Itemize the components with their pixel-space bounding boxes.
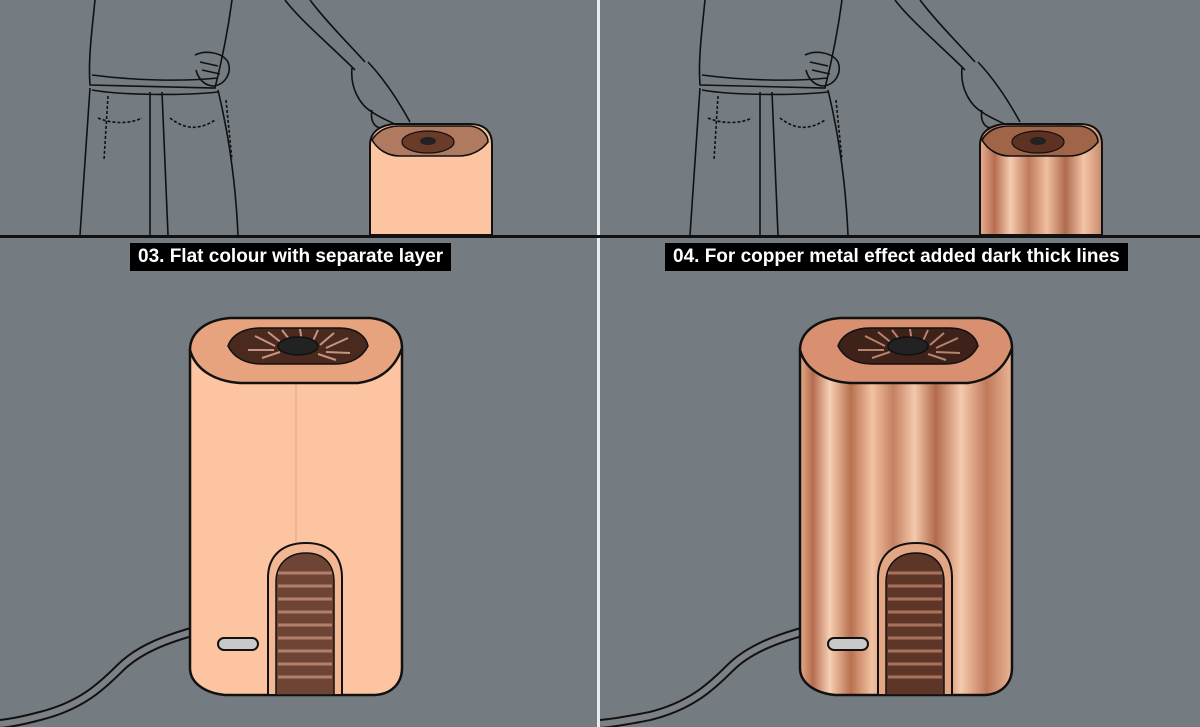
horizontal-divider bbox=[0, 235, 1200, 238]
sketch-person-flat-illustration bbox=[79, 0, 493, 235]
device-body-copper bbox=[798, 348, 1014, 697]
panel-sketch-flat bbox=[0, 0, 597, 235]
panel-sketch-copper bbox=[600, 0, 1200, 235]
indicator-slot-flat bbox=[217, 637, 259, 651]
caption-step-03: 03. Flat colour with separate layer bbox=[130, 243, 452, 271]
vertical-divider bbox=[597, 0, 600, 727]
device-top-sketch-copper bbox=[979, 123, 1103, 235]
indicator-slot-copper bbox=[827, 637, 869, 651]
device-top-sketch-flat bbox=[369, 123, 493, 235]
panel-device-copper bbox=[600, 238, 1200, 727]
device-flat-illustration bbox=[0, 316, 404, 727]
power-button-copper bbox=[887, 336, 929, 356]
caption-step-04: 04. For copper metal effect added dark t… bbox=[665, 243, 1128, 271]
power-button-flat bbox=[277, 336, 319, 356]
device-copper-illustration bbox=[600, 316, 1014, 727]
sketch-person-copper-illustration bbox=[689, 0, 1103, 235]
panel-device-flat bbox=[0, 238, 597, 727]
